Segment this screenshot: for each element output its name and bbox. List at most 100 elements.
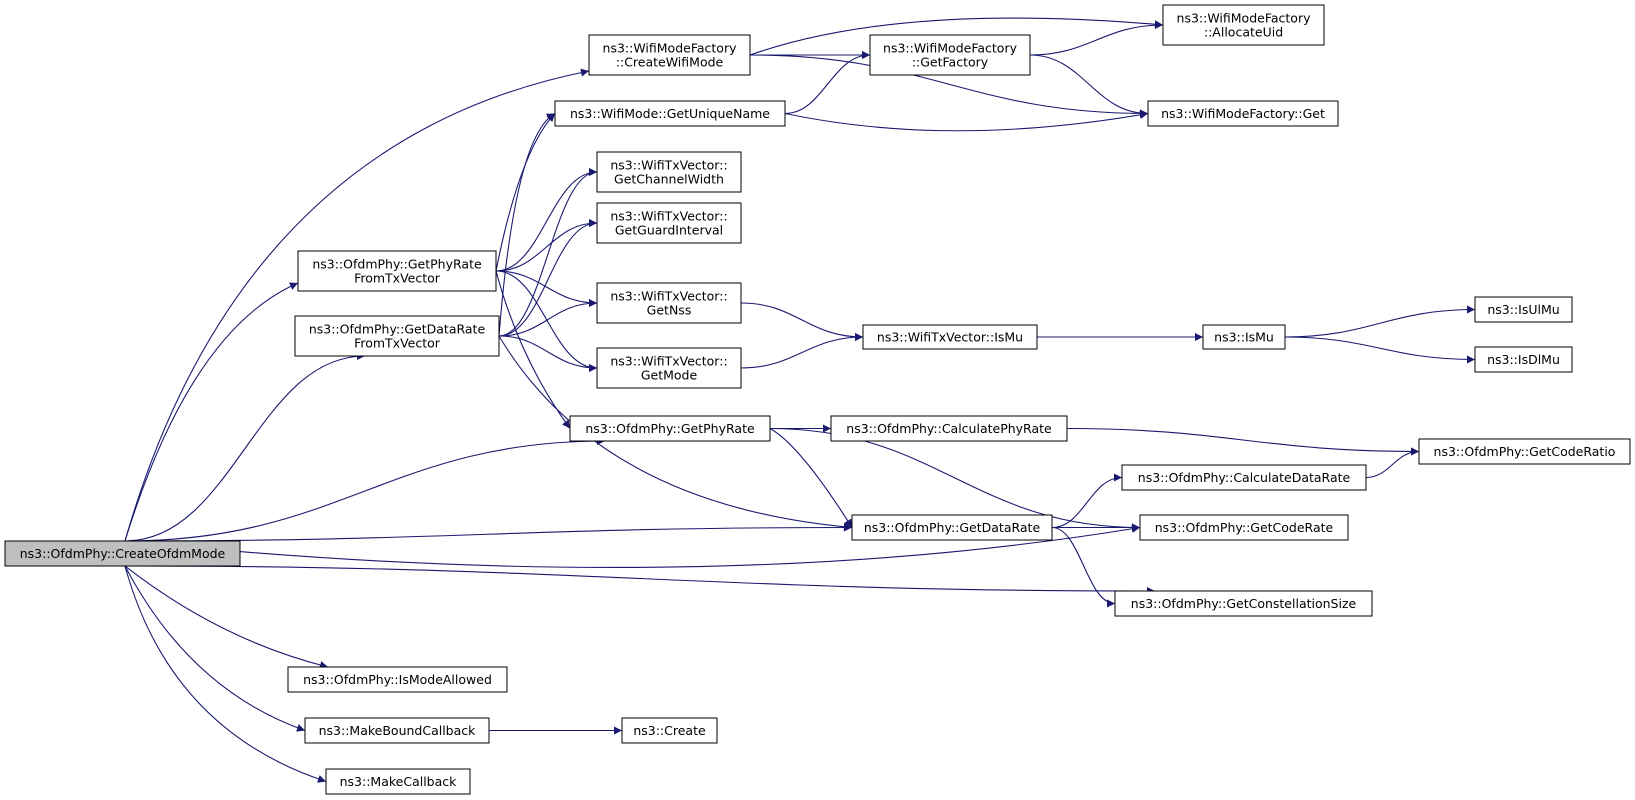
node-allocateUid[interactable]: ns3::WifiModeFactory::AllocateUid	[1162, 4, 1325, 46]
node-box	[1139, 514, 1349, 541]
node-label: ns3::Create	[633, 723, 706, 738]
edge-getPhyRateFromTx-to-getChannelWidth	[495, 168, 598, 272]
edge-getPhyRateFromTx-to-getGuardInterval	[495, 219, 598, 272]
node-box	[297, 250, 497, 292]
node-box	[1162, 4, 1325, 46]
edge-getPhyRateFromTx-to-getPhyRate	[495, 270, 571, 429]
edge-createOfdmMode-to-getCodeRate	[124, 524, 1141, 569]
node-label: ns3::WifiTxVector::	[610, 209, 727, 224]
edge-getFactory-to-factoryGet	[1029, 54, 1149, 118]
node-makeCallback[interactable]: ns3::MakeCallback	[325, 768, 471, 795]
node-label: ns3::IsDlMu	[1487, 352, 1560, 367]
edge-createOfdmMode-to-getPhyRate	[124, 437, 606, 542]
node-label: GetNss	[647, 303, 692, 318]
node-getCodeRate[interactable]: ns3::OfdmPhy::GetCodeRate	[1139, 514, 1349, 541]
edge-getPhyRate-to-getCodeRate	[769, 427, 1141, 532]
node-label: ns3::OfdmPhy::GetPhyRate	[312, 257, 482, 272]
node-getUniqueName[interactable]: ns3::WifiMode::GetUniqueName	[554, 100, 786, 127]
node-box	[569, 415, 771, 442]
edge-getDataRateFromTx-to-getChannelWidth	[498, 168, 598, 337]
node-box	[1114, 590, 1373, 617]
edge-getDataRateFromTx-to-getNss	[498, 299, 598, 337]
node-label: ns3::WifiTxVector::	[610, 354, 727, 369]
node-calculateDataRate[interactable]: ns3::OfdmPhy::CalculateDataRate	[1121, 464, 1367, 491]
node-box	[1418, 438, 1631, 465]
node-label: ns3::WifiModeFactory::Get	[1161, 106, 1325, 121]
edge-getDataRateFromTx-to-getMode	[498, 335, 598, 372]
node-label: ns3::OfdmPhy::CalculatePhyRate	[846, 421, 1052, 436]
node-box	[325, 768, 471, 795]
node-isDlMu[interactable]: ns3::IsDlMu	[1474, 346, 1573, 373]
node-box	[1147, 100, 1339, 127]
node-box	[862, 324, 1038, 350]
node-label: ns3::WifiTxVector::	[610, 158, 727, 173]
node-getDataRate[interactable]: ns3::OfdmPhy::GetDataRate	[851, 514, 1053, 541]
node-getFactory[interactable]: ns3::WifiModeFactory::GetFactory	[869, 34, 1031, 76]
node-label: FromTxVector	[354, 271, 441, 286]
node-label: GetChannelWidth	[614, 172, 724, 187]
node-label: ns3::WifiMode::GetUniqueName	[570, 106, 770, 121]
node-isMu[interactable]: ns3::IsMu	[1202, 324, 1286, 350]
node-box	[621, 717, 718, 744]
node-box	[4, 540, 241, 567]
node-label: ns3::WifiTxVector::	[610, 289, 727, 304]
nodes-layer: ns3::OfdmPhy::CreateOfdmMode ns3::WifiMod…	[4, 4, 1631, 795]
node-label: ns3::WifiModeFactory	[1177, 11, 1312, 26]
node-createOfdmMode[interactable]: ns3::OfdmPhy::CreateOfdmMode	[4, 540, 241, 567]
node-box	[1202, 324, 1286, 350]
node-label: ns3::WifiTxVector::IsMu	[877, 330, 1023, 345]
edge-getNss-to-txIsMu	[740, 302, 864, 341]
node-getChannelWidth[interactable]: ns3::WifiTxVector::GetChannelWidth	[596, 151, 742, 193]
node-label: ns3::OfdmPhy::GetDataRate	[309, 322, 486, 337]
node-txIsMu[interactable]: ns3::WifiTxVector::IsMu	[862, 324, 1038, 350]
node-isModeAllowed[interactable]: ns3::OfdmPhy::IsModeAllowed	[287, 666, 508, 693]
node-label: FromTxVector	[354, 336, 441, 351]
node-label: ::GetFactory	[912, 55, 989, 70]
edge-createOfdmMode-to-getPhyRateFromTx	[124, 282, 299, 542]
node-box	[830, 415, 1068, 442]
edge-getDataRateFromTx-to-getGuardInterval	[498, 219, 598, 337]
node-box	[851, 514, 1053, 541]
edge-createWifiMode-to-allocateUid	[749, 17, 1164, 56]
node-label: ns3::IsMu	[1214, 330, 1274, 345]
edge-createOfdmMode-to-createWifiMode	[124, 68, 590, 542]
node-getConstellationSize[interactable]: ns3::OfdmPhy::GetConstellationSize	[1114, 590, 1373, 617]
edges-layer	[124, 17, 1476, 783]
edge-getDataRate-to-calculateDataRate	[1051, 473, 1123, 529]
node-createWifiMode[interactable]: ns3::WifiModeFactory::CreateWifiMode	[588, 34, 751, 76]
node-box	[287, 666, 508, 693]
node-makeBoundCallback[interactable]: ns3::MakeBoundCallback	[304, 717, 490, 744]
edge-getUniqueName-to-getFactory	[784, 51, 871, 115]
node-label: ns3::OfdmPhy::CreateOfdmMode	[20, 546, 226, 561]
edge-isMu-to-isUlMu	[1284, 305, 1476, 338]
node-label: ns3::OfdmPhy::GetCodeRate	[1155, 520, 1334, 535]
edge-createOfdmMode-to-getConstellationSize	[124, 565, 1156, 595]
edge-isMu-to-isDlMu	[1284, 336, 1476, 364]
node-label: ns3::OfdmPhy::GetConstellationSize	[1131, 596, 1357, 611]
edge-getPhyRateFromTx-to-getUniqueName	[495, 113, 556, 272]
edge-createWifiMode-to-factoryGet	[749, 54, 1149, 118]
edge-getMode-to-txIsMu	[740, 333, 864, 369]
node-label: ns3::MakeBoundCallback	[319, 723, 477, 738]
node-create[interactable]: ns3::Create	[621, 717, 718, 744]
node-getGuardInterval[interactable]: ns3::WifiTxVector::GetGuardInterval	[596, 202, 742, 244]
node-isUlMu[interactable]: ns3::IsUlMu	[1474, 296, 1573, 323]
node-box	[596, 347, 742, 389]
edge-getDataRateFromTx-to-getDataRate	[498, 335, 853, 531]
node-getCodeRatio[interactable]: ns3::OfdmPhy::GetCodeRatio	[1418, 438, 1631, 465]
edge-getPhyRateFromTx-to-getNss	[495, 270, 598, 307]
edge-createOfdmMode-to-getDataRate	[124, 523, 853, 542]
node-getMode[interactable]: ns3::WifiTxVector::GetMode	[596, 347, 742, 389]
node-label: ::AllocateUid	[1204, 25, 1283, 40]
node-label: GetGuardInterval	[615, 223, 723, 238]
node-box	[1121, 464, 1367, 491]
node-getNss[interactable]: ns3::WifiTxVector::GetNss	[596, 282, 742, 324]
node-getPhyRate[interactable]: ns3::OfdmPhy::GetPhyRate	[569, 415, 771, 442]
node-label: ns3::WifiModeFactory	[603, 41, 738, 56]
edge-getPhyRateFromTx-to-getMode	[495, 270, 598, 372]
node-calculatePhyRate[interactable]: ns3::OfdmPhy::CalculatePhyRate	[830, 415, 1068, 442]
node-factoryGet[interactable]: ns3::WifiModeFactory::Get	[1147, 100, 1339, 127]
